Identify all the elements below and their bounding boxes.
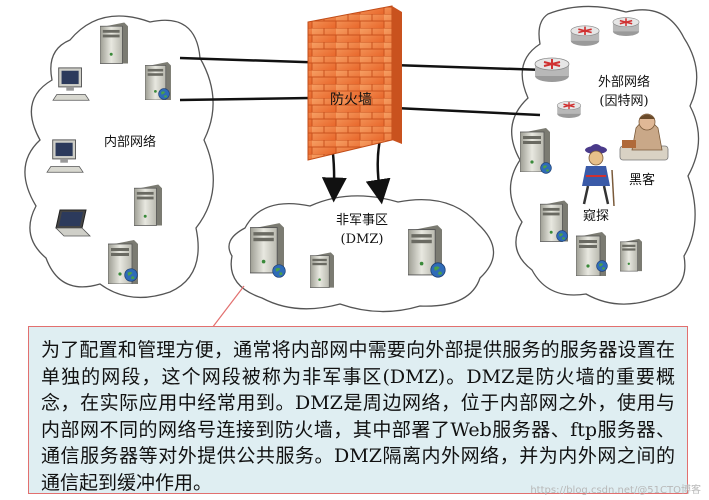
- globe-icon: [540, 162, 552, 174]
- firewall-icon: [307, 5, 402, 161]
- globe-icon: [430, 262, 446, 278]
- globe-icon: [158, 88, 170, 100]
- link-external-lower: [394, 106, 541, 117]
- server-icon: [310, 252, 334, 288]
- router-icon: [534, 57, 570, 82]
- internal-network-label: 内部网络: [104, 134, 156, 150]
- watermark: https://blog.csdn.net/@51CTO博客: [530, 485, 701, 496]
- dmz-label-line1: 非军事区: [336, 213, 388, 228]
- router-icon: [570, 24, 600, 46]
- router-icon: [556, 100, 582, 118]
- link-internal-lower: [179, 96, 311, 102]
- globe-icon: [272, 264, 286, 278]
- globe-icon: [556, 230, 568, 242]
- caption-text: 为了配置和管理方便，通常将内部网中需要向外部提供服务的服务器设置在单独的网段，这…: [41, 339, 675, 494]
- hacker-icon: [619, 113, 669, 161]
- external-network-label-line2: (因特网): [599, 94, 648, 109]
- firewall-label: 防火墙: [330, 92, 372, 108]
- globe-icon: [596, 260, 608, 272]
- server-icon: [134, 184, 162, 226]
- router-icon: [612, 16, 640, 36]
- server-icon: [620, 238, 642, 272]
- dmz-cloud: [228, 195, 495, 313]
- dmz-label-line2: (DMZ): [341, 232, 384, 247]
- globe-icon: [124, 268, 138, 282]
- caption-box: 为了配置和管理方便，通常将内部网中需要向外部提供服务的服务器设置在单独的网段，这…: [28, 326, 688, 494]
- spy-icon: [582, 144, 615, 207]
- spy-label: 窥探: [583, 208, 609, 224]
- external-network-label-line1: 外部网络: [598, 74, 650, 90]
- callout-line: [211, 285, 245, 329]
- hacker-label: 黑客: [629, 172, 655, 188]
- server-icon: [100, 22, 128, 64]
